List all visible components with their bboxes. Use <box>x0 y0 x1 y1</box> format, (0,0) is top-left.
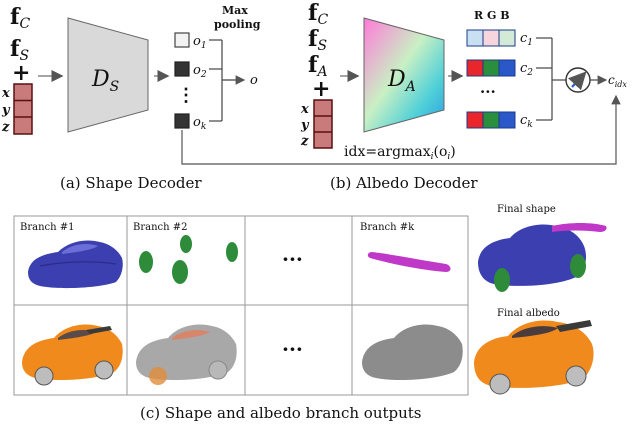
coord-cell-stack <box>13 83 33 135</box>
ck-label: ck <box>520 113 533 130</box>
shape-input-fc: fC <box>10 4 30 32</box>
c2-label: c2 <box>520 61 533 78</box>
shape-decoder-caption: (a) Shape Decoder <box>60 174 202 192</box>
idx-feedback-line <box>181 94 621 165</box>
branch-k-header: Branch #k <box>360 222 415 233</box>
shape-decoder-label: DS <box>91 67 119 95</box>
color-dots: ··· <box>480 83 496 101</box>
branch-k-spoiler <box>367 252 451 272</box>
branch-outputs: Branch #1 Branch #2 Branch #k ··· ··· <box>13 204 607 422</box>
branch-outputs-caption: (c) Shape and albedo branch outputs <box>140 404 422 422</box>
albedo-decoder-caption: (b) Albedo Decoder <box>330 174 478 192</box>
branch-2-wheels <box>139 235 238 284</box>
coord-y: y <box>1 103 11 118</box>
color-row-1 <box>466 29 516 47</box>
rgb-header: R G B <box>474 9 510 22</box>
max-pooling-label-1: Max <box>222 4 248 17</box>
color-row-2 <box>466 59 516 77</box>
occupancy-dots: ⋮ <box>177 85 195 106</box>
albedo-coord-z: z <box>300 134 309 149</box>
color-row-k <box>466 111 516 129</box>
o-output: o <box>250 73 258 88</box>
occupancy-box-2 <box>174 61 190 77</box>
branch-k-albedo-car <box>362 324 463 380</box>
o2-label: o2 <box>193 63 207 80</box>
shape-coord-vector: x y z <box>1 83 33 135</box>
branch-grid <box>13 215 469 396</box>
branch-2-header: Branch #2 <box>133 222 188 233</box>
branch-1-albedo-car <box>22 324 123 386</box>
branch-2-albedo-car <box>136 324 237 385</box>
albedo-decoder-block <box>363 17 445 133</box>
albedo-input-fs: fS <box>308 26 327 54</box>
occupancy-box-1 <box>174 32 190 48</box>
selector-switch <box>565 67 591 93</box>
final-shape-label: Final shape <box>497 204 556 215</box>
albedo-decoder-label: DA <box>387 67 416 95</box>
shape-plus-sign: + <box>12 60 30 86</box>
final-albedo-label: Final albedo <box>497 308 560 319</box>
final-shape-car <box>478 223 607 292</box>
shape-decoder-block <box>67 17 149 133</box>
occupancy-box-k <box>174 113 190 129</box>
branch-1-shape-car <box>28 240 123 289</box>
albedo-plus-sign: + <box>312 76 330 102</box>
idx-formula: idx=argmaxi(oi) <box>344 144 456 162</box>
o1-label: o1 <box>193 34 207 51</box>
max-pooling-label-2: pooling <box>214 18 261 31</box>
albedo-coord-y: y <box>300 118 310 133</box>
c-idx-output: cidx <box>608 73 627 89</box>
branch-ellipsis-top: ··· <box>282 247 303 271</box>
coord-x: x <box>1 86 10 101</box>
albedo-coord-vector: x y z <box>300 99 333 149</box>
albedo-coord-x: x <box>300 102 309 117</box>
shape-input-fs: fS <box>10 36 29 64</box>
max-pooling-lines <box>209 39 223 122</box>
shape-decoder: fC fS + x y z DS Max pooling ⋮ o1 o2 ok <box>1 4 621 192</box>
selector-lines <box>536 37 566 121</box>
branch-ellipsis-bottom: ··· <box>282 337 303 361</box>
albedo-decoder: fC fS fA + x y z DA R G B <box>300 0 627 192</box>
branch-1-header: Branch #1 <box>20 222 75 233</box>
ok-label: ok <box>193 115 206 132</box>
final-albedo-car <box>474 320 594 395</box>
c1-label: c1 <box>520 31 533 48</box>
coord-z: z <box>1 120 10 135</box>
albedo-input-fc: fC <box>308 0 328 28</box>
albedo-input-fa: fA <box>308 52 328 80</box>
